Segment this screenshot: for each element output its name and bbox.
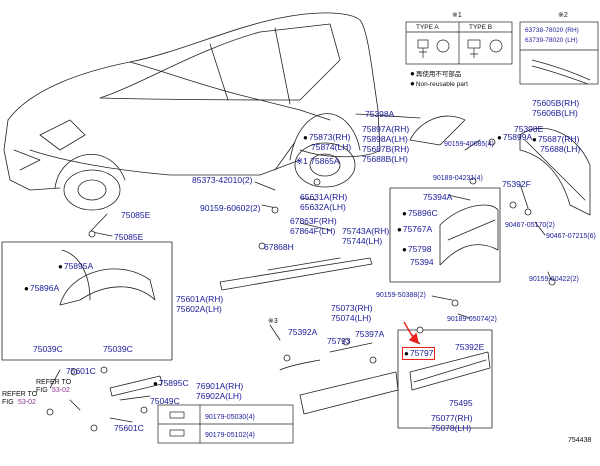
part-75897A: 75897A(RH) (362, 124, 410, 134)
part-90159-60602: 90159-60602(2) (200, 203, 261, 213)
part-75073: 75073(RH) (331, 303, 373, 313)
part-75601C-upper: 75601C (66, 366, 96, 376)
part-75606B: 75606B(LH) (532, 108, 578, 118)
part-75687: 75687(RH) (532, 134, 580, 145)
part-75392A: 75392A (288, 327, 318, 337)
part-75039C-left: 75039C (33, 344, 63, 354)
part-75874: 75874(LH) (311, 142, 352, 152)
part-75797-highlighted: 75797 (401, 347, 436, 360)
part-75895A: 75895A (58, 261, 93, 272)
legend-non-reusable-jp: 再使用不可部品 (410, 70, 462, 79)
refer-fig-prefix-lower: FIG (2, 399, 14, 406)
rocker-moulding-inner (409, 351, 491, 391)
legend-mark-2: ※2 (558, 12, 568, 19)
part-90179-05102: 90179-05102(4) (205, 432, 255, 439)
part-75398A: 75398A (365, 109, 395, 119)
rear-door-moulding (439, 204, 499, 266)
part-75793: 75793 (327, 336, 351, 346)
legend-type-b: TYPE B (469, 24, 493, 31)
part-90159-60422: 90159-60422(2) (529, 276, 579, 283)
part-75392E: 75392E (455, 342, 485, 352)
part-75398E: 75398E (514, 124, 544, 134)
part-75605B: 75605B(RH) (532, 98, 580, 108)
part-90159-50388: 90159-50388(2) (376, 292, 426, 299)
frame-rocker-panel (397, 329, 493, 429)
part-75688: 75688(LH) (540, 144, 581, 154)
part-75049C: 75049C (150, 396, 180, 406)
part-75688B: 75688B(LH) (362, 154, 408, 164)
fasteners (46, 138, 556, 432)
legend-drawings (157, 21, 599, 444)
part-85373-42010: 85373-42010(2) (192, 175, 253, 185)
part-75078: 75078(LH) (431, 423, 472, 433)
refer-fig-link-lower[interactable]: 53-02 (18, 399, 36, 406)
refer-to-label-lower[interactable]: REFER TO (2, 391, 38, 398)
part-90467-07215: 90467-07215(6) (546, 233, 596, 240)
part-90159-40085: 90159-40085(4) (444, 141, 494, 148)
part-65631A: 65631A(RH) (300, 192, 348, 202)
part-75074: 75074(LH) (331, 313, 372, 323)
part-90189-05074: 90189-05074(2) (447, 316, 497, 323)
part-90179-05030: 90179-05030(4) (205, 414, 255, 421)
door-moulding (219, 257, 373, 291)
part-76902A: 76902A(LH) (196, 391, 242, 401)
frame-rear-door-moulding (389, 187, 501, 283)
part-75767A: 75767A (397, 224, 432, 235)
part-75898A: 75898A(LH) (362, 134, 408, 144)
part-75896A: 75896A (24, 283, 59, 294)
figure-number: 754438 (568, 437, 592, 444)
legend-type-a: TYPE A (416, 24, 439, 31)
refer-fig-prefix-upper: FIG (36, 387, 48, 394)
part-75601C-lower: 75601C (114, 423, 144, 433)
rocker-moulding (299, 371, 399, 415)
part-75495: 75495 (449, 398, 473, 408)
refer-to-label-upper[interactable]: REFER TO (36, 379, 72, 386)
part-75085E-upper: 75085E (121, 210, 151, 220)
part-75744: 75744(LH) (342, 236, 383, 246)
refer-fig-link-upper[interactable]: 53-02 (52, 387, 70, 394)
part-75397A: 75397A (355, 329, 385, 339)
part-75077: 75077(RH) (431, 413, 473, 423)
part-75743A: 75743A(RH) (342, 226, 390, 236)
part-75392F: 75392F (502, 179, 531, 189)
legend-part-2-lh: 63739-78020 (LH) (525, 37, 578, 44)
part-75601A: 75601A(RH) (176, 294, 224, 304)
rear-arch-upper (409, 115, 466, 146)
part-90467-05170: 90467-05170(2) (505, 222, 555, 229)
legend-part-2-rh: 63738-78020 (RH) (525, 27, 579, 34)
part-75039C-right: 75039C (103, 344, 133, 354)
part-75873: 75873(RH) (303, 132, 351, 143)
part-67864F: 67864F(LH) (290, 226, 336, 236)
part-75687B: 75687B(RH) (362, 144, 410, 154)
part-75394: 75394 (410, 257, 434, 267)
part-75602A: 75602A(LH) (176, 304, 222, 314)
part-76901A: 76901A(RH) (196, 381, 244, 391)
part-75899A: 75899A (497, 132, 532, 143)
part-75394A: 75394A (423, 192, 453, 202)
part-75085E-lower: 75085E (114, 232, 144, 242)
mark-3: ※3 (268, 318, 278, 325)
part-67863F: 67863F(RH) (290, 216, 337, 226)
highlight-arrow (403, 321, 419, 345)
legend-non-reusable-en: Non-reusable part (410, 80, 468, 89)
front-arch-moulding (59, 268, 156, 306)
part-65632A: 65632A(LH) (300, 202, 346, 212)
part-90189-04231: 90189-04231(4) (433, 175, 483, 182)
frame-front-arch (1, 241, 173, 361)
part-75865A: ※1 75865A (296, 156, 340, 166)
part-75895C: 75895C (153, 378, 189, 389)
legend-mark-1: ※1 (452, 12, 462, 19)
part-75896C: 75896C (402, 208, 438, 219)
rear-arch-moulding (519, 127, 591, 216)
part-75798: 75798 (402, 244, 432, 255)
part-67868H: 67868H (264, 242, 294, 252)
